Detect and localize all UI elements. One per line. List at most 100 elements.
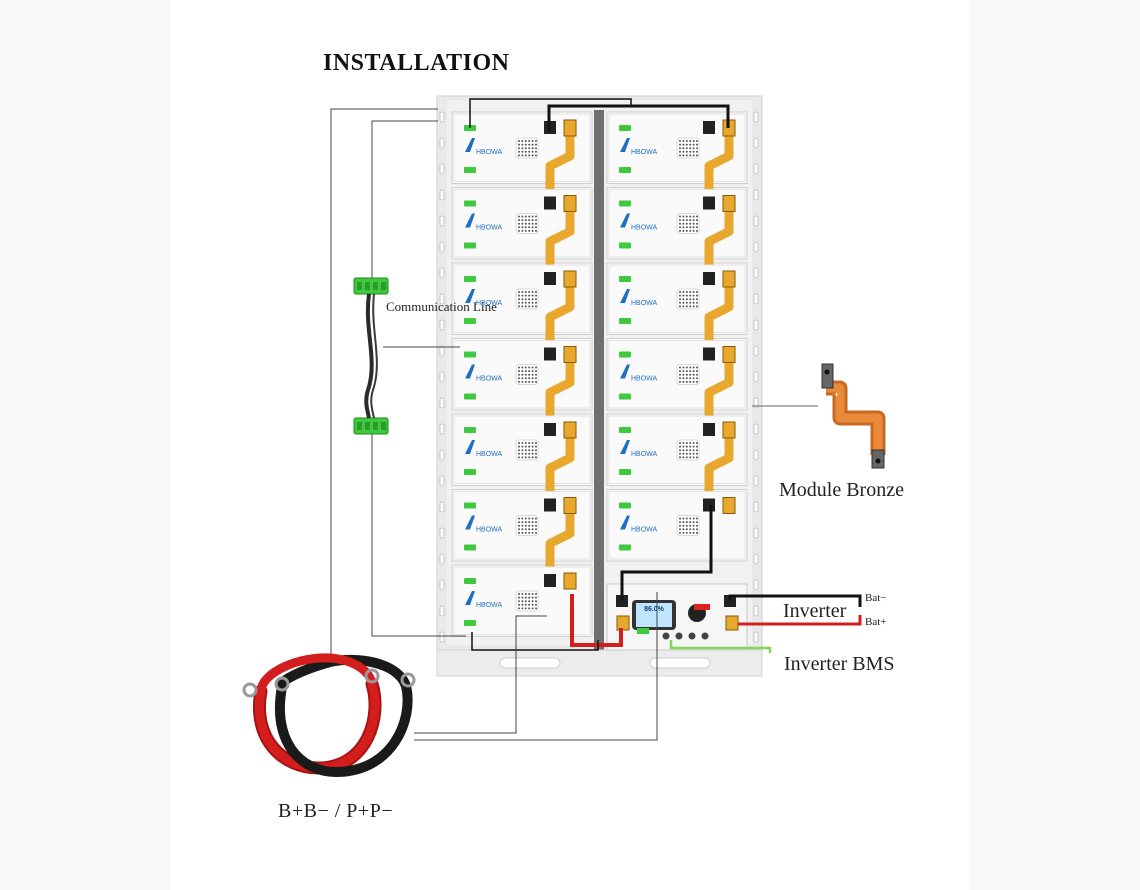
- vent-hole: [535, 377, 537, 380]
- breaker-handle[interactable]: [694, 604, 710, 610]
- module-comm-port-top: [619, 351, 631, 358]
- vent-hole: [521, 229, 524, 232]
- vent-hole: [535, 147, 537, 150]
- brand-logo-mark: [465, 138, 475, 152]
- vent-hole: [685, 222, 688, 225]
- vent-hole: [692, 298, 695, 301]
- vent-hole: [692, 305, 695, 308]
- vent-hole: [685, 380, 688, 383]
- rack-hole: [753, 475, 759, 487]
- vent-hole: [685, 294, 688, 297]
- vent-hole: [521, 517, 524, 520]
- vent-hole: [692, 301, 695, 304]
- vent-hole: [528, 521, 531, 524]
- vent-hole: [521, 452, 524, 455]
- vent-hole: [696, 219, 698, 222]
- communication-line-label: Communication Line: [386, 299, 497, 314]
- vent-hole: [518, 456, 520, 459]
- module-inner-border: [453, 491, 591, 560]
- rack-hole: [753, 293, 759, 305]
- rack-hole: [439, 241, 445, 253]
- busbar-link: [545, 436, 575, 491]
- vent-hole: [524, 521, 527, 524]
- vent-hole: [528, 596, 531, 599]
- comm-pin: [365, 282, 370, 290]
- rack-hole: [753, 631, 759, 643]
- vent-hole: [518, 154, 520, 157]
- vent-hole: [689, 222, 692, 225]
- vent-hole: [535, 143, 537, 146]
- vent-hole: [518, 596, 520, 599]
- brand-logo-text: HBOWA: [476, 527, 503, 534]
- module-comm-port-top: [619, 502, 631, 509]
- vent-hole: [524, 449, 527, 452]
- vent-hole: [692, 452, 695, 455]
- vent-hole: [535, 370, 537, 373]
- vent-hole: [689, 373, 692, 376]
- rack-hole: [439, 345, 445, 357]
- vent-hole: [521, 449, 524, 452]
- vent-hole: [518, 301, 520, 304]
- vent-hole: [521, 147, 524, 150]
- vent-hole: [682, 219, 685, 222]
- vent-hole: [696, 140, 698, 142]
- vent-hole: [528, 229, 531, 232]
- module-comm-port-bottom: [464, 544, 476, 551]
- brand-logo-mark: [620, 289, 630, 303]
- base-slot-left: [499, 657, 561, 669]
- comm-pin: [357, 422, 362, 430]
- vent-hole: [524, 370, 527, 373]
- vent-hole: [535, 521, 537, 524]
- module-vent: [676, 213, 700, 234]
- vent-hole: [692, 449, 695, 452]
- vent-hole: [689, 301, 692, 304]
- vent-hole: [535, 373, 537, 376]
- module-terminal-negative: [544, 347, 556, 361]
- vent-hole: [692, 219, 695, 222]
- busbar-link: [545, 209, 575, 265]
- vent-hole: [696, 524, 698, 527]
- vent-hole: [535, 226, 537, 229]
- module-comm-port-top: [464, 502, 476, 509]
- black-lug-1: [274, 676, 290, 692]
- brand-logo-mark: [465, 364, 475, 379]
- vent-hole: [524, 305, 527, 308]
- module-terminal-positive: [722, 195, 736, 212]
- vent-hole: [692, 517, 695, 520]
- vent-hole: [689, 305, 692, 308]
- vent-hole: [679, 366, 681, 369]
- busbar-link: [704, 360, 734, 416]
- vent-hole: [689, 229, 692, 232]
- ctrl-terminal-3: [724, 595, 736, 607]
- vent-hole: [692, 521, 695, 524]
- vent-hole: [524, 600, 527, 603]
- vent-hole: [524, 445, 527, 448]
- module-comm-port-bottom: [464, 469, 476, 475]
- vent-hole: [535, 229, 537, 232]
- vent-hole: [692, 294, 695, 297]
- vent-hole: [685, 456, 688, 459]
- module-comm-port-bottom: [464, 393, 476, 400]
- display-reading: 86.0%: [644, 606, 665, 613]
- vent-hole: [689, 456, 692, 459]
- busbar-link: [545, 511, 575, 567]
- vent-hole: [679, 456, 681, 459]
- vent-hole: [696, 294, 698, 297]
- module-inner-border: [453, 340, 591, 409]
- vent-hole: [696, 366, 698, 369]
- vent-hole: [518, 517, 520, 520]
- vent-hole: [524, 593, 527, 595]
- vent-hole: [521, 603, 524, 606]
- ctrl-comm-port: [637, 628, 649, 634]
- comm-connector-top: [353, 277, 389, 295]
- vent-hole: [524, 596, 527, 599]
- inverter-bms-cable: [669, 640, 772, 653]
- vent-hole: [518, 373, 520, 376]
- module-vent: [676, 364, 700, 385]
- rack-hole: [439, 553, 445, 565]
- vent-hole: [692, 147, 695, 150]
- vent-hole: [689, 150, 692, 153]
- vent-hole: [689, 370, 692, 373]
- busbar-link: [545, 134, 575, 189]
